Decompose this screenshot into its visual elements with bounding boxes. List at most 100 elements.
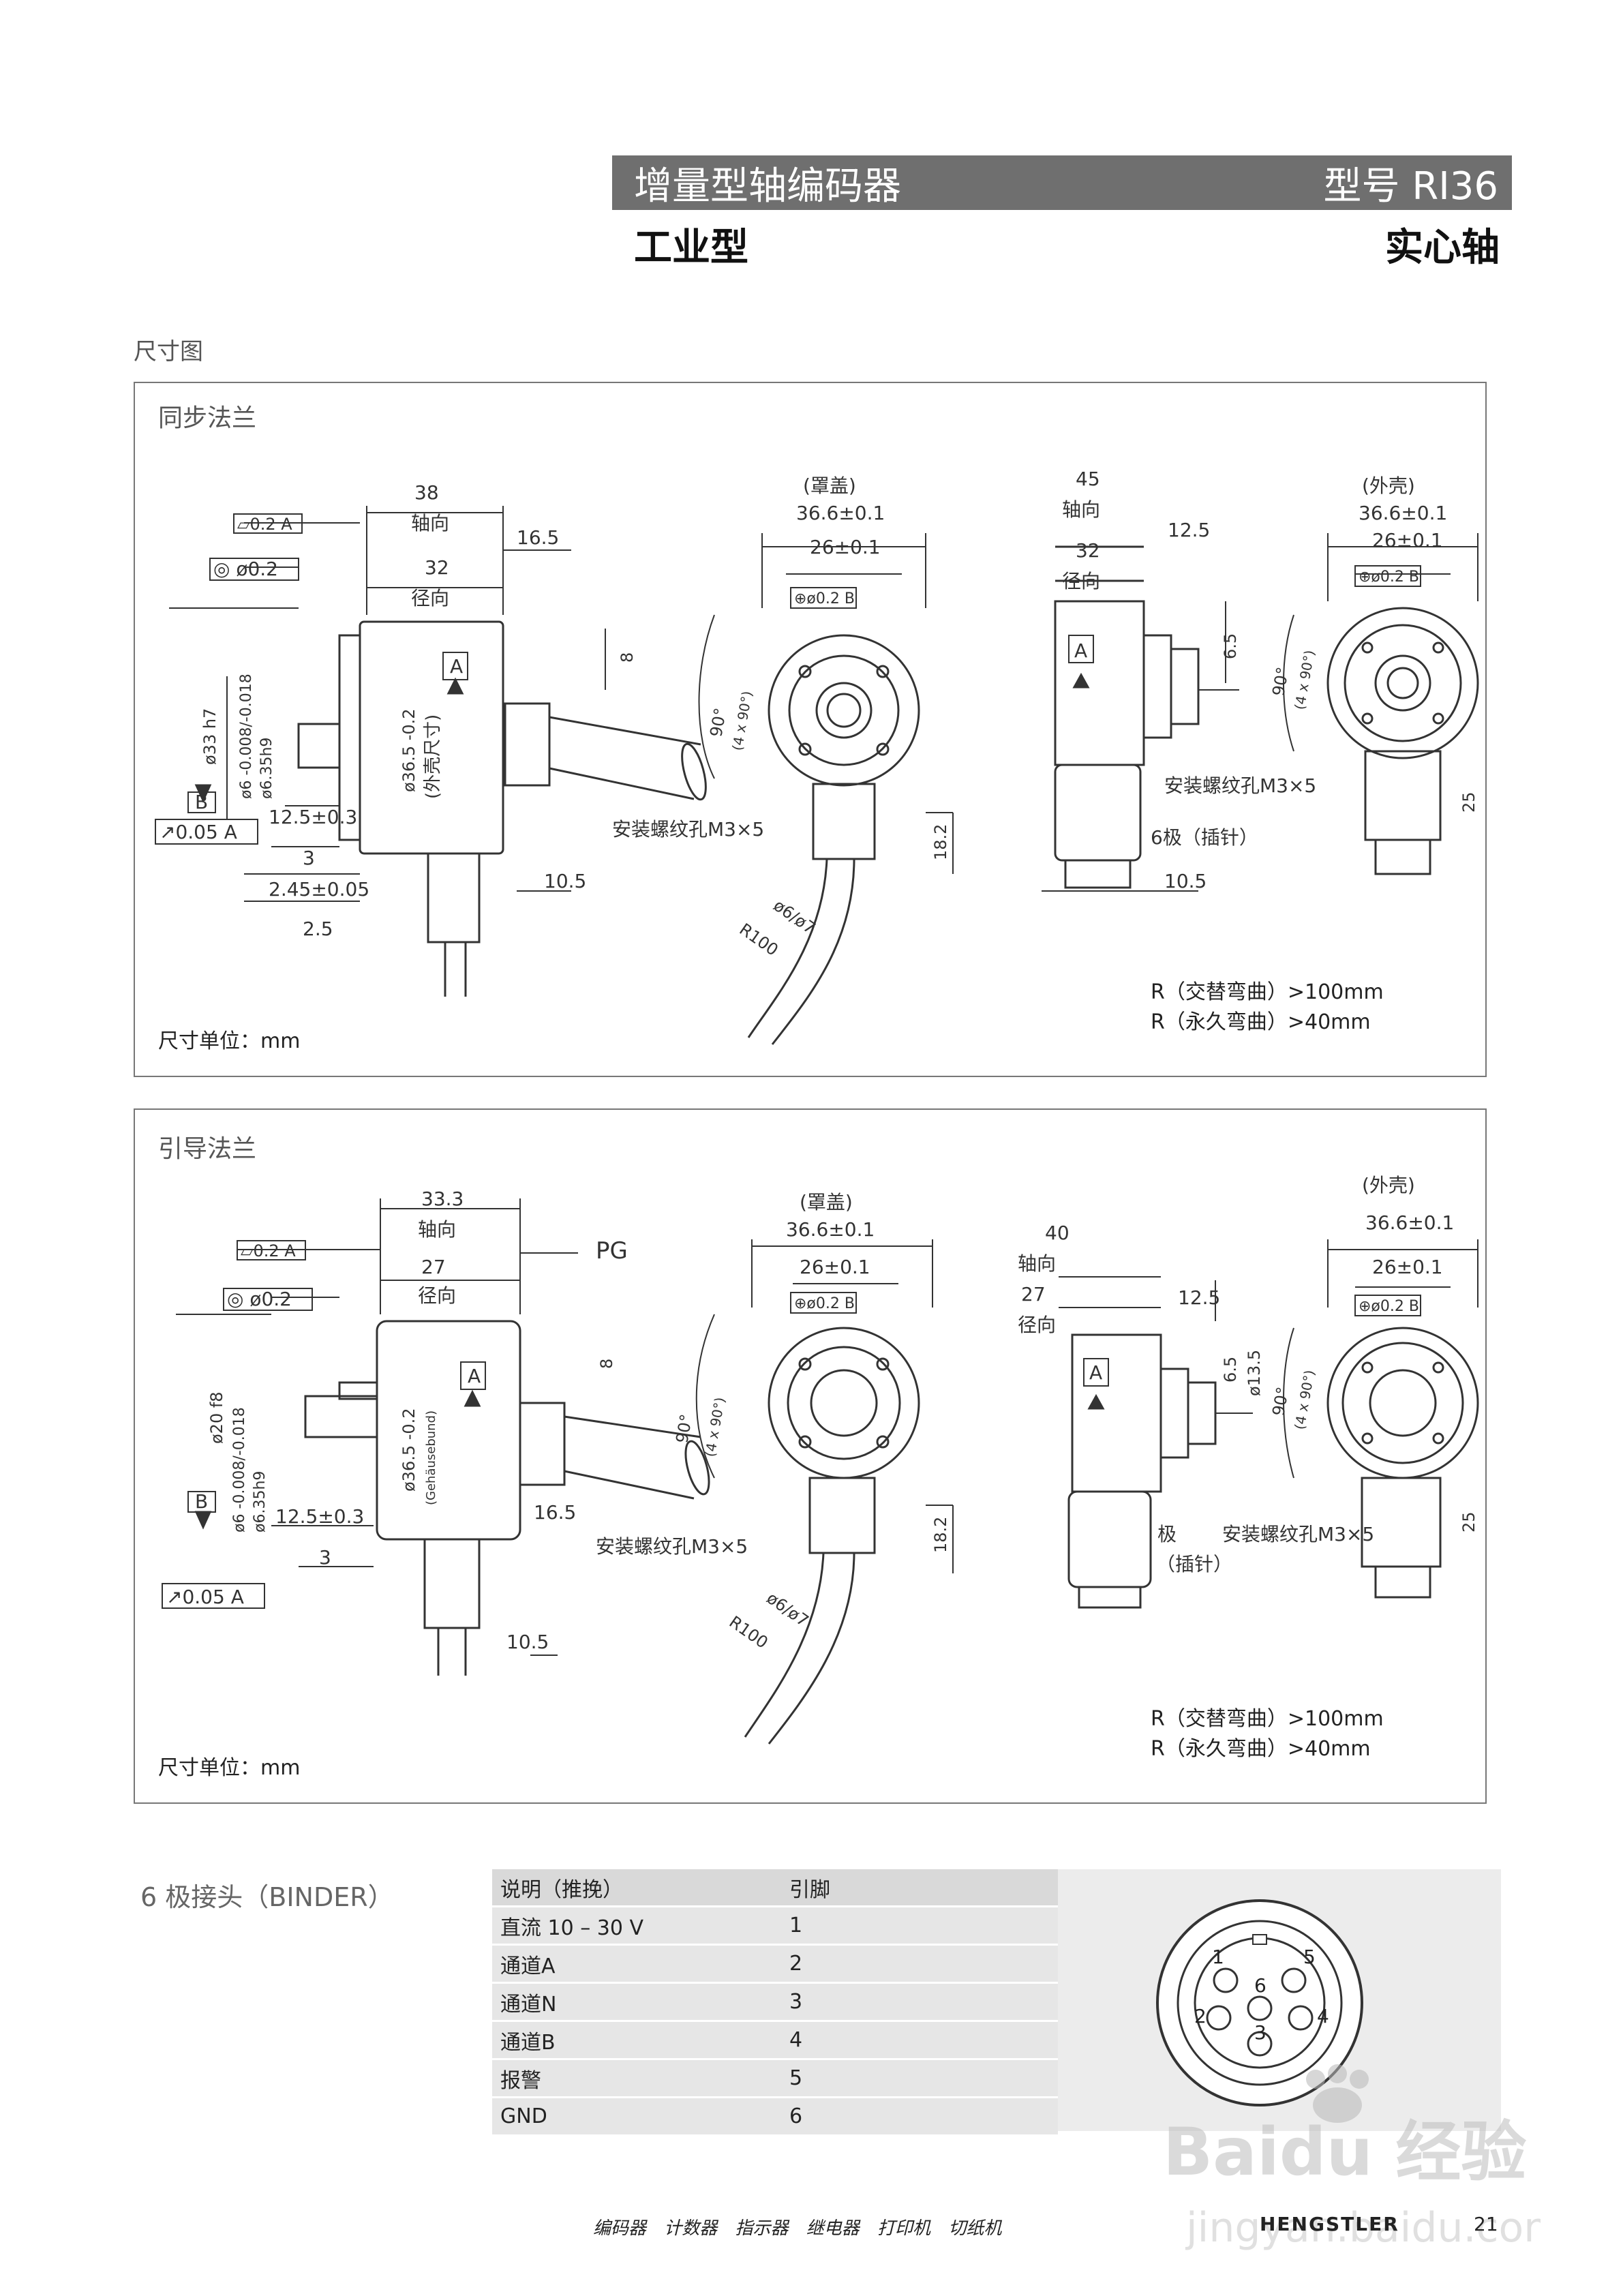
dim-12-5: 12.5±0.3: [269, 806, 357, 828]
label-axial-2: 轴向: [1062, 498, 1100, 521]
dim-27b: 27: [1021, 1283, 1046, 1305]
label-radial-2: 径向: [1018, 1314, 1056, 1336]
row-pin: 6: [781, 2097, 1058, 2136]
dim-16-5: 16.5: [517, 526, 559, 549]
label-mount-hole: 安装螺纹孔M3×5: [596, 1535, 748, 1558]
row-pin: 1: [781, 1906, 1058, 1946]
datum-a-label: A: [468, 1365, 481, 1387]
table-header-row: 说明（推挽） 引脚: [492, 1869, 1058, 1907]
header-pin: 引脚: [781, 1869, 1058, 1907]
table-row: 报警 5: [492, 2059, 1058, 2098]
label-housing: (外壳): [1362, 474, 1415, 497]
dim-26: 26±0.1: [810, 536, 881, 558]
angle-4x90-2: (4 x 90°): [1291, 649, 1318, 711]
label-cable: ø6/ø7: [770, 896, 819, 938]
panel-title: 引导法兰: [158, 1135, 257, 1163]
tol-flatness: ⏥0.2 A: [237, 515, 292, 534]
datum-a-label: A: [450, 655, 463, 678]
title-bar: 增量型轴编码器 型号 RI36: [598, 155, 1512, 210]
angle-90: 90°: [706, 706, 730, 738]
tol-runout: ↗0.05 A: [160, 821, 237, 843]
model-number: 型号 RI36: [1323, 164, 1498, 209]
header-description: 说明（推挽）: [492, 1869, 781, 1907]
row-pin: 2: [781, 1944, 1058, 1984]
row-description: 报警: [492, 2059, 781, 2098]
dim-18-2: 18.2: [931, 1517, 950, 1553]
dim-10-5b: 10.5: [1164, 870, 1207, 892]
dim-d33: ø33 h7: [200, 708, 219, 765]
panel-title: 同步法兰: [158, 404, 257, 432]
table-row: 通道B 4: [492, 2021, 1058, 2060]
datum-a-label-2: A: [1074, 639, 1087, 662]
dim-d20: ø20 f8: [207, 1391, 226, 1444]
shaft-type: 实心轴: [1385, 226, 1500, 270]
row-description: 直流 10 – 30 V: [492, 1906, 781, 1946]
tol-flatness: ⏥0.2 A: [241, 1241, 296, 1260]
drawing-synchro-flange: 38 轴向 16.5 32 径向 ⏥0.2 A ◎ ø0.2 A B ø33 h…: [155, 468, 1479, 1045]
angle-4x90-2: (4 x 90°): [1291, 1369, 1318, 1431]
pin-3-label: 3: [1254, 2021, 1266, 2044]
footer-product-links: 编码器 计数器 指示器 继电器 打印机 切纸机: [593, 2218, 1002, 2239]
label-radial: 径向: [418, 1284, 456, 1307]
panel-pilot-flange: 引导法兰: [134, 1108, 1487, 1804]
row-description: GND: [492, 2097, 781, 2136]
drawing-pilot-flange: 33.3 轴向 27 径向 PG ⏥0.2 A ◎ ø0.2 A B ø20 f…: [162, 1174, 1479, 1744]
bend-permanent: R（永久弯曲）>40mm: [1151, 1010, 1371, 1034]
tol-pos-b: ⊕ø0.2 B: [794, 1295, 855, 1312]
unit-note: 尺寸单位：mm: [158, 1029, 301, 1053]
label-pole: 极: [1157, 1523, 1177, 1545]
row-pin: 5: [781, 2059, 1058, 2098]
label-r100: R100: [736, 920, 782, 960]
dim-32b: 32: [1076, 539, 1100, 562]
dim-32: 32: [425, 556, 449, 579]
table-row: 通道A 2: [492, 1944, 1058, 1984]
section-label: 尺寸图: [134, 338, 203, 365]
connector-pinout-diagram: 1 2 3 4 5 6: [1156, 1899, 1363, 2106]
bend-alternating: R（交替弯曲）>100mm: [1151, 1707, 1384, 1731]
dim-38: 38: [414, 481, 439, 504]
dim-d13-5: ø13.5: [1245, 1350, 1264, 1396]
label-axial: 轴向: [418, 1218, 456, 1241]
page-number: 21: [1474, 2213, 1498, 2235]
label-pg: PG: [596, 1237, 628, 1265]
dim-10-5: 10.5: [544, 870, 586, 892]
dim-27: 27: [421, 1256, 446, 1278]
tol-position: ◎ ø0.2: [227, 1288, 292, 1310]
dim-d36-5: ø36.5 -0.2: [399, 1408, 419, 1492]
connector-title: 6 极接头（BINDER）: [140, 1882, 394, 1912]
angle-4x90: (4 x 90°): [701, 1396, 728, 1458]
bend-permanent: R（永久弯曲）>40mm: [1151, 1737, 1371, 1761]
connector-diagram-panel: 1 2 3 4 5 6: [1058, 1869, 1501, 2131]
row-description: 通道A: [492, 1944, 781, 1984]
product-type: 工业型: [634, 226, 748, 270]
dim-36-6: 36.6±0.1: [796, 502, 885, 524]
label-mount-hole-2: 安装螺纹孔M3×5: [1222, 1523, 1374, 1545]
label-mount-hole-2: 安装螺纹孔M3×5: [1164, 774, 1316, 797]
dim-16-5: 16.5: [534, 1501, 576, 1524]
datum-a-label-2: A: [1089, 1361, 1102, 1384]
panel-synchro-flange: 同步法兰: [134, 382, 1487, 1077]
dim-6-5: 6.5: [1221, 1357, 1240, 1383]
tol-pos-b-2: ⊕ø0.2 B: [1359, 1298, 1419, 1315]
dim-d6: ø6 -0.008/-0.018: [231, 1407, 248, 1532]
dim-10-5: 10.5: [506, 1631, 549, 1653]
dim-45: 45: [1076, 468, 1100, 490]
label-r100: R100: [726, 1612, 772, 1652]
table-row: 通道N 3: [492, 1982, 1058, 2022]
dim-12-5: 12.5±0.3: [275, 1505, 364, 1528]
angle-90-2: 90°: [1269, 1385, 1292, 1417]
tol-runout: ↗0.05 A: [166, 1586, 244, 1608]
dim-36-6b: 36.6±0.1: [1365, 1211, 1454, 1234]
tol-pos-b: ⊕ø0.2 B: [794, 590, 855, 607]
label-cover: (罩盖): [800, 1191, 853, 1213]
dim-36-6: 36.6±0.1: [786, 1218, 875, 1241]
dim-26: 26±0.1: [800, 1256, 870, 1278]
label-axial-2: 轴向: [1018, 1252, 1056, 1275]
dim-40: 40: [1045, 1222, 1070, 1244]
pin-4-label: 4: [1317, 2005, 1329, 2027]
dim-3: 3: [303, 847, 315, 869]
datum-b-label: B: [195, 791, 208, 813]
pin-table: 说明（推挽） 引脚 直流 10 – 30 V 1 通道A 2 通道N 3 通道B…: [492, 1869, 1058, 2136]
tol-pos-b-2: ⊕ø0.2 B: [1359, 569, 1419, 586]
row-pin: 4: [781, 2021, 1058, 2060]
